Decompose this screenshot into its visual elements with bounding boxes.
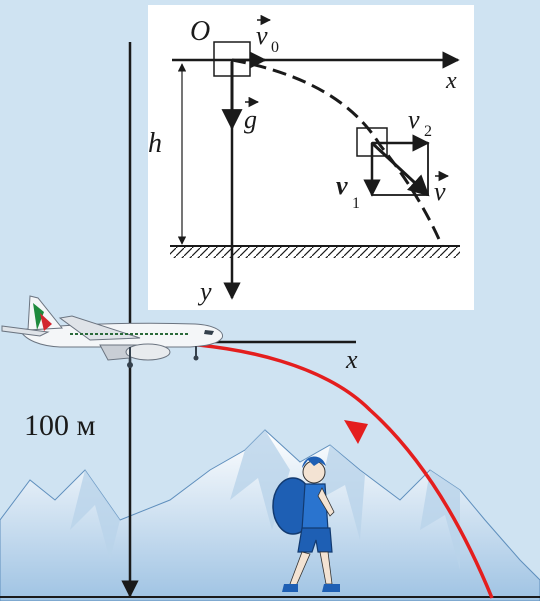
svg-text:v: v xyxy=(256,21,268,50)
svg-text:v: v xyxy=(408,105,420,134)
svg-text:v: v xyxy=(434,177,446,206)
inset-trajectory xyxy=(231,58,444,247)
origin-label: O xyxy=(190,16,210,47)
airplane-icon xyxy=(1,295,224,368)
inset-y-label: y xyxy=(197,277,212,306)
g-label: g xyxy=(244,96,260,134)
inset-panel xyxy=(148,5,474,310)
v1-label: v 1 xyxy=(336,171,360,212)
trajectory-arrowhead xyxy=(344,420,368,444)
bomb-trajectory xyxy=(134,340,494,599)
inset-diagram: O v 0 x g h v 2 v 1 v y xyxy=(148,14,460,306)
height-label: 100 м xyxy=(24,409,96,442)
inset-x-label: x xyxy=(445,68,457,94)
inset-ground-hatch xyxy=(170,246,460,258)
svg-text:1: 1 xyxy=(352,195,360,212)
hiker-icon xyxy=(272,456,340,592)
v0-label: v 0 xyxy=(256,14,279,56)
v2-label: v 2 xyxy=(408,105,432,140)
h-label: h xyxy=(148,128,162,159)
svg-text:2: 2 xyxy=(424,123,432,140)
v-arrow xyxy=(370,141,430,197)
svg-text:0: 0 xyxy=(271,39,279,56)
v-label: v xyxy=(434,170,450,206)
svg-text:v: v xyxy=(336,171,348,200)
scene-x-label: x xyxy=(345,345,358,374)
svg-text:g: g xyxy=(244,105,257,134)
